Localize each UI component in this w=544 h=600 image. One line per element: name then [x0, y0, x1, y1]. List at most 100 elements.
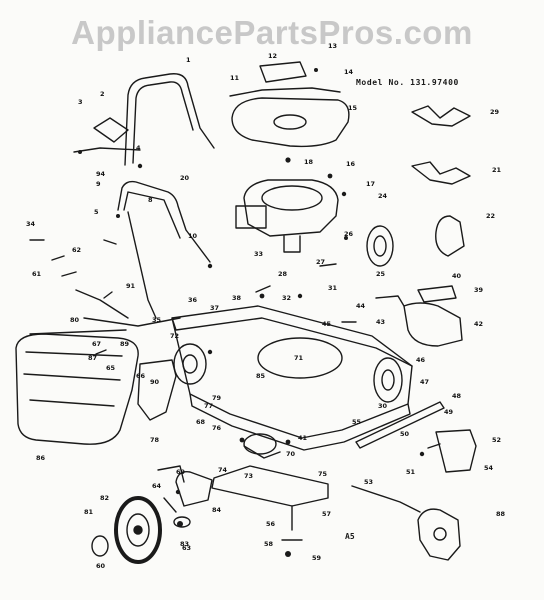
callout-82: 82 [100, 494, 109, 502]
callout-31: 31 [328, 284, 338, 292]
rear-hinge-plate [137, 359, 177, 421]
wheel-front-left [114, 496, 162, 564]
handle-lower [117, 180, 211, 263]
callout-35: 35 [152, 316, 162, 324]
callout-21: 21 [492, 166, 502, 174]
callout-71: 71 [294, 354, 304, 362]
callout-36: 36 [188, 296, 198, 304]
callout-75: 75 [318, 470, 328, 478]
grass-catcher-frame [29, 329, 127, 335]
callout-91: 91 [126, 282, 136, 290]
callout-59: 59 [312, 554, 322, 562]
callout-43: 43 [376, 318, 385, 326]
callout-80: 80 [70, 316, 80, 324]
callout-30: 30 [378, 402, 388, 410]
callout-13: 13 [328, 42, 337, 50]
callout-90: 90 [150, 378, 160, 386]
discharge-chute [403, 302, 463, 347]
callout-78: 78 [150, 436, 160, 444]
left-wheel-spindle [157, 465, 185, 513]
blade-adapter [243, 433, 277, 455]
handle-lower-inner [123, 191, 181, 239]
callout-63: 63 [182, 544, 191, 552]
callout-66: 66 [136, 372, 146, 380]
handle-upper [124, 73, 215, 166]
callout-26: 26 [344, 230, 354, 238]
callout-46: 46 [416, 356, 426, 364]
callout-32: 32 [282, 294, 291, 302]
callout-74: 74 [218, 466, 228, 474]
callout-67: 67 [92, 340, 101, 348]
callout-12: 12 [268, 52, 277, 60]
bail-bracket [417, 285, 457, 303]
callout-24: 24 [378, 192, 388, 200]
callout-4: 4 [136, 144, 141, 152]
handle-upper-inner [132, 81, 194, 164]
callout-16: 16 [346, 160, 356, 168]
engine-cover [231, 97, 350, 148]
hardware-kit-29 [411, 105, 471, 127]
engine-flywheel [261, 185, 323, 211]
mower-deck [171, 305, 413, 439]
callout-70: 70 [286, 450, 296, 458]
callout-40: 40 [452, 272, 462, 280]
control-cable [73, 147, 141, 153]
callout-89: 89 [120, 340, 130, 348]
callout-11: 11 [230, 74, 240, 82]
callout-57: 57 [322, 510, 331, 518]
callout-14: 14 [344, 68, 354, 76]
callout-87: 87 [88, 354, 97, 362]
callout-38: 38 [232, 294, 242, 302]
callout-labels: 1234589101112131415161718202122242526272… [26, 42, 506, 570]
callout-22: 22 [486, 212, 495, 220]
callout-28: 28 [278, 270, 288, 278]
deflector-rod [351, 485, 421, 513]
callout-33: 33 [254, 250, 263, 258]
callout-34: 34 [26, 220, 36, 228]
callout-68: 68 [196, 418, 206, 426]
engine-cover-opening [273, 114, 307, 130]
hardware-kit-21 [411, 161, 471, 185]
starter-hub [433, 527, 447, 541]
callout-8: 8 [148, 196, 153, 204]
callout-52: 52 [492, 436, 501, 444]
callout-42: 42 [474, 320, 483, 328]
fasteners [78, 68, 425, 557]
callout-60: 60 [96, 562, 106, 570]
deck-rim [171, 317, 413, 367]
callout-62: 62 [72, 246, 81, 254]
deck-engine-hole [257, 337, 343, 379]
engine-block [243, 179, 339, 237]
callout-86: 86 [36, 454, 46, 462]
handle-bracket [93, 117, 129, 143]
callout-94: 94 [96, 170, 106, 178]
callout-5: 5 [94, 208, 99, 216]
callout-54: 54 [484, 464, 494, 472]
callout-64: 64 [152, 482, 162, 490]
callout-50: 50 [400, 430, 410, 438]
shaft-bracket [75, 289, 129, 319]
callout-20: 20 [180, 174, 190, 182]
blade-bolt [281, 505, 303, 541]
gasket-line [229, 87, 341, 97]
callout-2: 2 [100, 90, 105, 98]
wheel-rear-left [173, 343, 207, 385]
callout-79: 79 [212, 394, 222, 402]
deck-skirt [189, 393, 411, 451]
wheel-front-right [366, 225, 394, 267]
adjuster-disc [173, 516, 191, 528]
callout-27: 27 [316, 258, 325, 266]
callout-51: 51 [406, 468, 416, 476]
callout-9: 9 [96, 180, 101, 188]
callout-85: 85 [256, 372, 266, 380]
hub-cap [91, 535, 109, 557]
callout-58: 58 [264, 540, 274, 548]
callout-18: 18 [304, 158, 314, 166]
mower-blade [211, 465, 329, 507]
callout-45: 45 [322, 320, 332, 328]
handle-lower-leg [127, 211, 157, 319]
callout-25: 25 [376, 270, 386, 278]
chute-bracket [375, 295, 405, 307]
